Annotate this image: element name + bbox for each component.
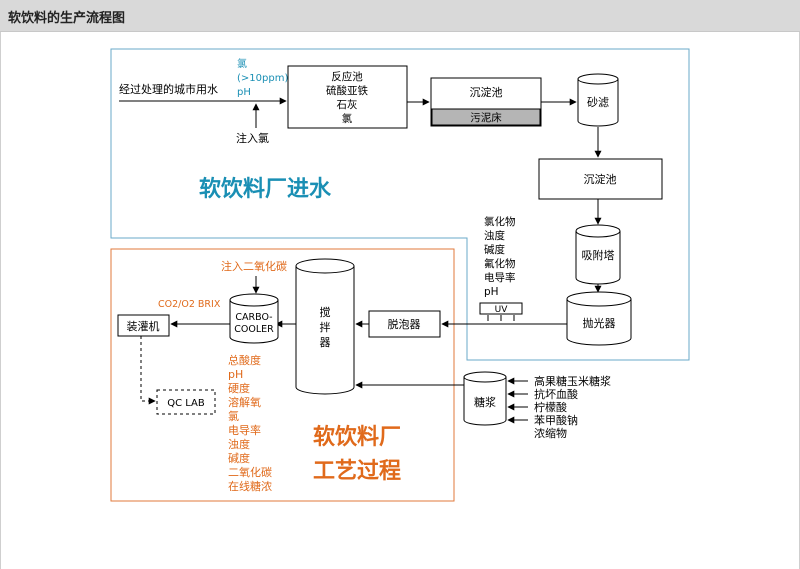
syrup-label: 糖浆 <box>474 395 496 409</box>
water-intake-region <box>110 48 690 361</box>
mixer-label-3: 器 <box>320 336 331 349</box>
ingredient-hfcs: 高果糖玉米糖浆 <box>534 374 611 388</box>
quality-param-inline-brix: 在线糖浓 <box>228 479 272 493</box>
mixer-label-1: 搅 <box>320 305 331 319</box>
uv-rays <box>487 315 515 321</box>
quality-param-chlorine: 氯 <box>228 409 239 423</box>
sedimentation-tank-2-label: 沉淀池 <box>584 172 617 186</box>
ingredient-ascorbic-acid: 抗坏血酸 <box>534 387 578 401</box>
source-label: 经过处理的城市用水 <box>119 82 218 96</box>
reaction-tank-label: 反应池 <box>331 70 363 83</box>
reaction-tank-ferrous-sulfate: 硫酸亚铁 <box>326 84 368 97</box>
reaction-tank-chlorine: 氯 <box>342 112 353 125</box>
quality-param-co2: 二氧化碳 <box>228 465 272 479</box>
quality-param-hardness: 硬度 <box>228 381 250 395</box>
inject-co2-label: 注入二氧化碳 <box>221 259 287 273</box>
sand-filter <box>577 73 619 127</box>
mixer <box>295 258 355 395</box>
quality-param-turbidity: 浊度 <box>228 437 250 451</box>
ingredient-citric-acid: 柠檬酸 <box>534 400 567 414</box>
quality-param-dissolved-oxygen: 溶解氧 <box>228 395 261 409</box>
process-region <box>110 248 455 502</box>
reaction-tank-lime: 石灰 <box>337 98 358 111</box>
water-param-ph: pH <box>484 286 499 298</box>
quality-param-conductivity: 电导率 <box>228 423 261 437</box>
polisher-label: 抛光器 <box>583 316 616 330</box>
adsorption-tower <box>575 224 621 285</box>
qc-link <box>140 336 156 405</box>
ingredient-concentrate: 浓缩物 <box>534 426 567 440</box>
quality-param-total-acidity: 总酸度 <box>228 353 261 367</box>
water-param-alkalinity: 碱度 <box>484 243 505 256</box>
mixer-label-2: 拌 <box>320 320 331 334</box>
water-param-conductivity: 电导率 <box>484 271 516 284</box>
water-intake-title: 软饮料厂进水 <box>199 176 332 202</box>
carbo-cooler-label-2: COOLER <box>234 324 274 335</box>
uv-unit <box>479 302 523 315</box>
qc-lab-label: QC LAB <box>167 398 205 409</box>
sand-filter-label: 砂滤 <box>587 96 609 109</box>
page-title: 软饮料的生产流程图 <box>8 11 126 26</box>
inject-chlorine-label: 注入氯 <box>236 131 269 145</box>
degasser <box>368 310 441 338</box>
adsorption-tower-label: 吸附塔 <box>582 248 615 262</box>
quality-param-ph: pH <box>228 368 243 381</box>
carbo-cooler <box>229 293 279 344</box>
title-bar: 软饮料的生产流程图 <box>0 0 800 32</box>
co2-o2-brix-label: CO2/O2 BRIX <box>158 299 221 310</box>
filler-label: 装灌机 <box>127 319 160 333</box>
chlorine-ppm-note: (>10ppm) <box>237 73 288 84</box>
water-param-turbidity: 浊度 <box>484 229 505 242</box>
process-title-line1: 软饮料厂 <box>313 424 401 450</box>
syrup-tank <box>463 371 507 426</box>
sludge-bed <box>431 108 541 126</box>
sedimentation-tank-1-label: 沉淀池 <box>470 85 503 99</box>
water-param-chloride: 氯化物 <box>484 215 516 228</box>
carbo-cooler-label-1: CARBO- <box>235 312 272 323</box>
degasser-label: 脱泡器 <box>388 317 421 331</box>
sedimentation-tank-2 <box>538 158 663 200</box>
ingredient-sodium-benzoate: 苯甲酸钠 <box>534 413 578 427</box>
filler <box>117 314 170 337</box>
chlorine-note: 氯 <box>237 57 247 70</box>
quality-param-alkalinity: 碱度 <box>228 451 250 465</box>
sludge-bed-label: 污泥床 <box>470 111 502 124</box>
reaction-tank <box>287 65 408 129</box>
qc-lab <box>156 389 216 415</box>
polisher <box>566 291 632 346</box>
uv-label: UV <box>495 305 509 315</box>
process-title-line2: 工艺过程 <box>313 458 401 484</box>
water-param-fluoride: 氟化物 <box>484 257 516 270</box>
ph-note: pH <box>237 87 251 98</box>
